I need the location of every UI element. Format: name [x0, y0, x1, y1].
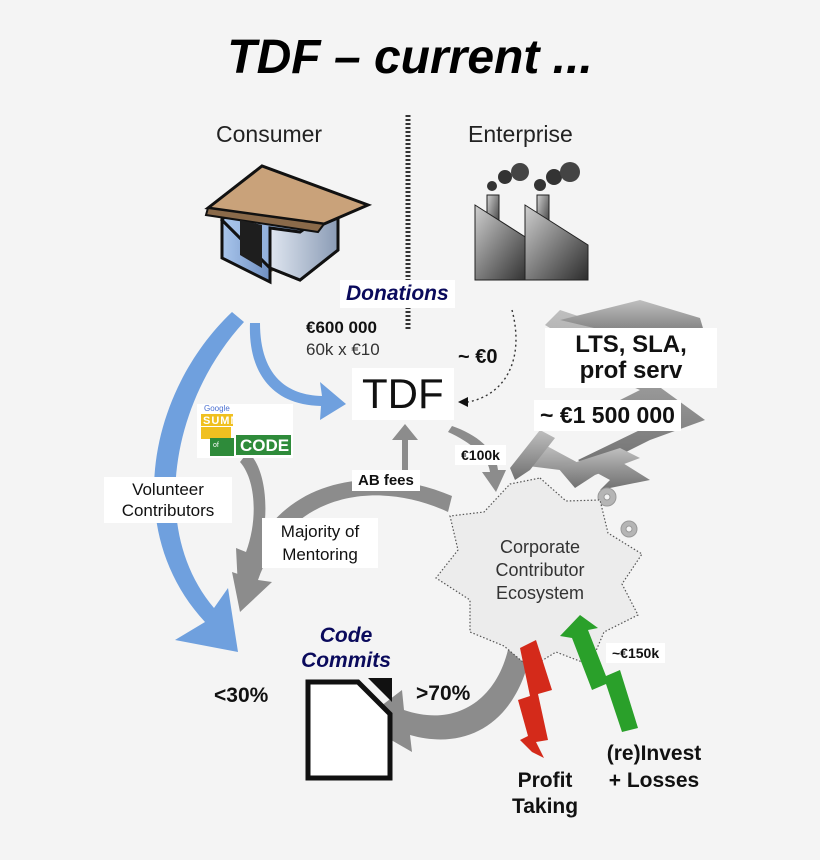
- reinvest-amount: ~€150k: [606, 643, 666, 663]
- tdf-to-ecosystem-amount: €100k: [455, 445, 506, 465]
- gsoc-line1: SUMMER: [203, 415, 258, 427]
- profit-line2: Taking: [511, 795, 579, 818]
- near-zero-flow-arrowhead: [458, 397, 468, 407]
- volunteer-share: <30%: [214, 684, 269, 707]
- mentoring-arrow: [232, 479, 452, 612]
- mentoring-line2: Mentoring: [282, 545, 358, 564]
- gsoc-line2-big: CODE: [240, 436, 290, 455]
- tdf-label: TDF: [352, 368, 454, 420]
- corporate-share: >70%: [416, 682, 471, 705]
- gsoc-badge: [197, 404, 293, 458]
- mentoring-line1: Majority of: [280, 522, 360, 541]
- gsoc-brand: Google: [204, 404, 230, 413]
- invest-line2: + Losses: [608, 769, 700, 792]
- house-icon: [204, 164, 373, 285]
- consumer-heading: Consumer: [216, 121, 323, 147]
- reinvest-label: (re)Invest + Losses: [594, 740, 714, 794]
- donations-amount: €600 000: [306, 318, 377, 337]
- gsoc-badge-text: Google SUMMER of CODE: [198, 404, 289, 455]
- volunteers-line2: Contributors: [121, 501, 215, 520]
- services-label: LTS, SLA, prof serv: [545, 328, 717, 388]
- factory-icon: [474, 162, 589, 281]
- ecosystem-label: Corporate Contributor Ecosystem: [472, 536, 608, 605]
- near-zero-amount: ~ €0: [458, 346, 498, 368]
- near-zero-flow-curve: [467, 309, 517, 403]
- donations-flow-arrow: [249, 323, 346, 420]
- profit-taking-label: Profit Taking: [500, 768, 590, 820]
- gsoc-line2-small: of: [213, 442, 219, 449]
- ecosystem-line1: Corporate: [499, 537, 581, 557]
- ecosystem-starburst: [435, 477, 643, 669]
- volunteer-flow-arrow: [154, 312, 244, 652]
- code-commits-label: Code Commits: [288, 623, 404, 673]
- ab-fees-label: AB fees: [352, 470, 420, 491]
- ecosystem-line3: Ecosystem: [495, 583, 585, 603]
- page-title: TDF – current ...: [227, 31, 593, 84]
- ecosystem-line2: Contributor: [495, 560, 585, 580]
- services-line2: prof serv: [579, 357, 683, 384]
- tdf-to-ecosystem-arrow: [448, 426, 506, 492]
- ab-fees-arrow: [392, 424, 418, 470]
- mentoring-label: Majority of Mentoring: [262, 518, 378, 568]
- profit-line1: Profit: [517, 769, 573, 792]
- document-icon: [305, 678, 393, 781]
- services-line1: LTS, SLA,: [575, 331, 687, 358]
- ecosystem-to-commits-arrow: [360, 640, 532, 752]
- donations-label: Donations: [340, 280, 455, 308]
- code-commits-line2: Commits: [301, 649, 391, 672]
- invest-line1: (re)Invest: [606, 742, 702, 765]
- code-commits-line1: Code: [319, 624, 373, 647]
- profit-taking-arrow: [518, 640, 552, 758]
- volunteer-contributors-label: Volunteer Contributors: [104, 477, 232, 523]
- gears-icon: [597, 487, 638, 538]
- reinvest-arrow: [560, 615, 638, 732]
- enterprise-heading: Enterprise: [468, 121, 573, 147]
- services-amount: ~ €1 500 000: [534, 400, 681, 431]
- volunteers-line1: Volunteer: [132, 480, 204, 499]
- donations-detail: 60k x €10: [306, 340, 380, 359]
